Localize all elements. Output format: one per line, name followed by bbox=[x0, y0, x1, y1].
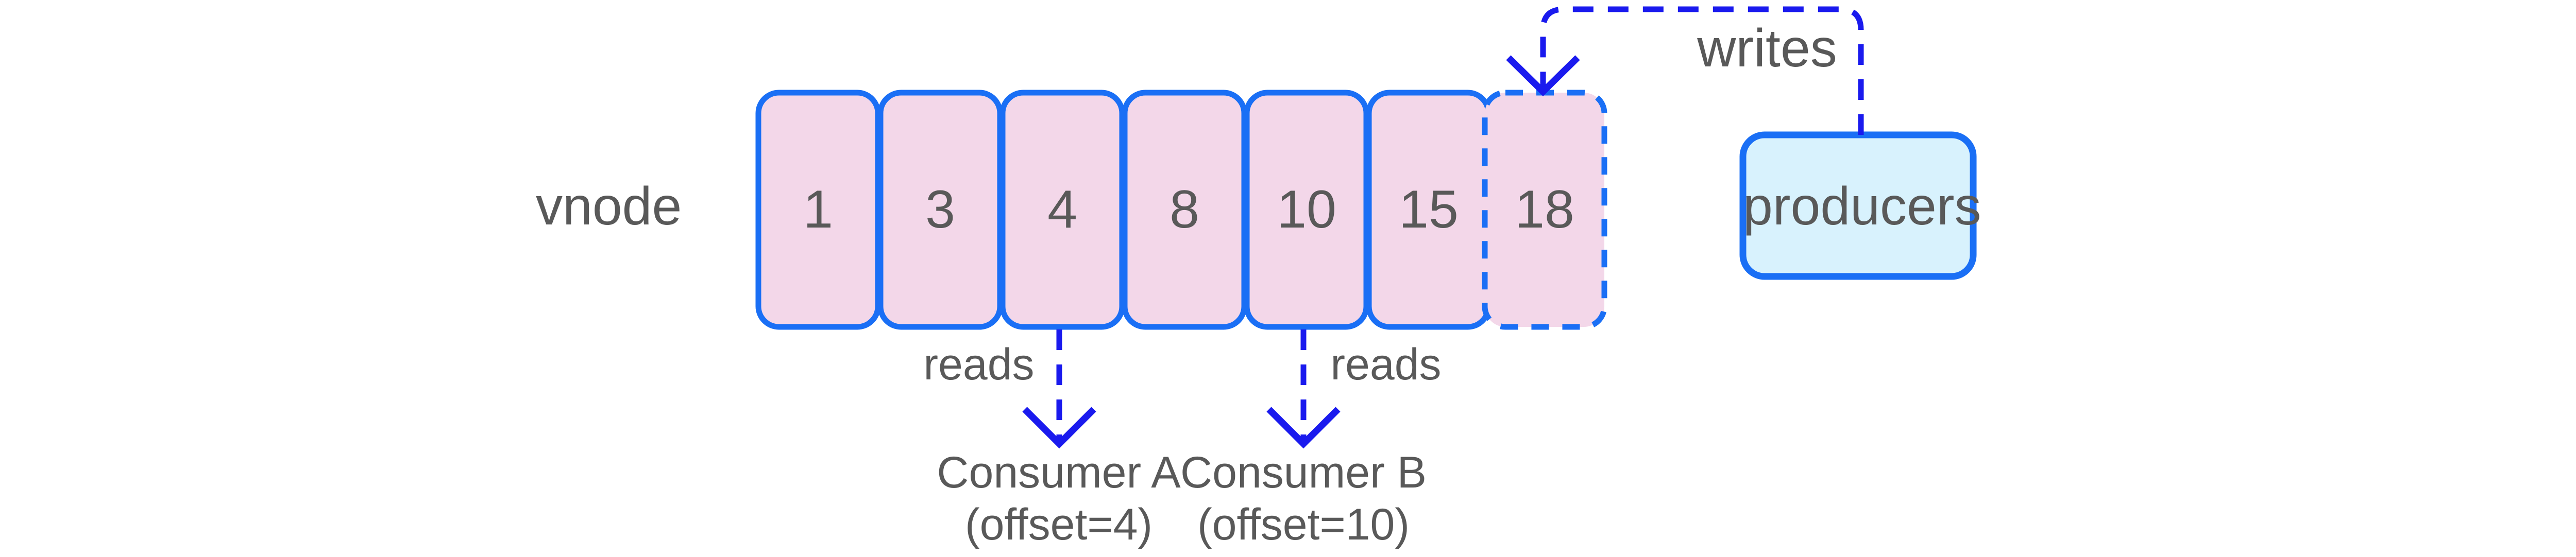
consumer-a-offset: (offset=4) bbox=[964, 500, 1153, 550]
vnode-cell-value-4: 4 bbox=[1047, 180, 1077, 239]
writes-edge bbox=[1506, 6, 1864, 135]
writes-edge-label: writes bbox=[1697, 19, 1837, 78]
vnode-cell-group bbox=[755, 90, 1607, 330]
consumer-a-name: Consumer A bbox=[937, 448, 1181, 497]
vnode-cell-value-8: 8 bbox=[1170, 180, 1199, 239]
reads-edge-label-a: reads bbox=[923, 340, 1035, 389]
vnode-cell-value-3: 3 bbox=[925, 180, 955, 239]
consumer-b-name: Consumer B bbox=[1180, 448, 1427, 497]
vnode-cell-value-15: 15 bbox=[1399, 180, 1459, 239]
vnode-row-label: vnode bbox=[536, 177, 682, 236]
consumer-b-offset: (offset=10) bbox=[1197, 500, 1410, 550]
reads-edge-consumer-a bbox=[1022, 329, 1096, 449]
consumer-a-label: Consumer A (offset=4) bbox=[878, 447, 1239, 551]
vnode-cell-value-10: 10 bbox=[1277, 180, 1336, 239]
reads-edge-label-b: reads bbox=[1330, 340, 1442, 389]
reads-edge-consumer-b bbox=[1266, 329, 1341, 449]
consumer-b-label: Consumer B (offset=10) bbox=[1123, 447, 1484, 551]
producers-label: producers bbox=[1743, 177, 1981, 236]
vnode-cell-value-1: 1 bbox=[803, 180, 833, 239]
vnode-cell-value-18: 18 bbox=[1515, 180, 1574, 239]
